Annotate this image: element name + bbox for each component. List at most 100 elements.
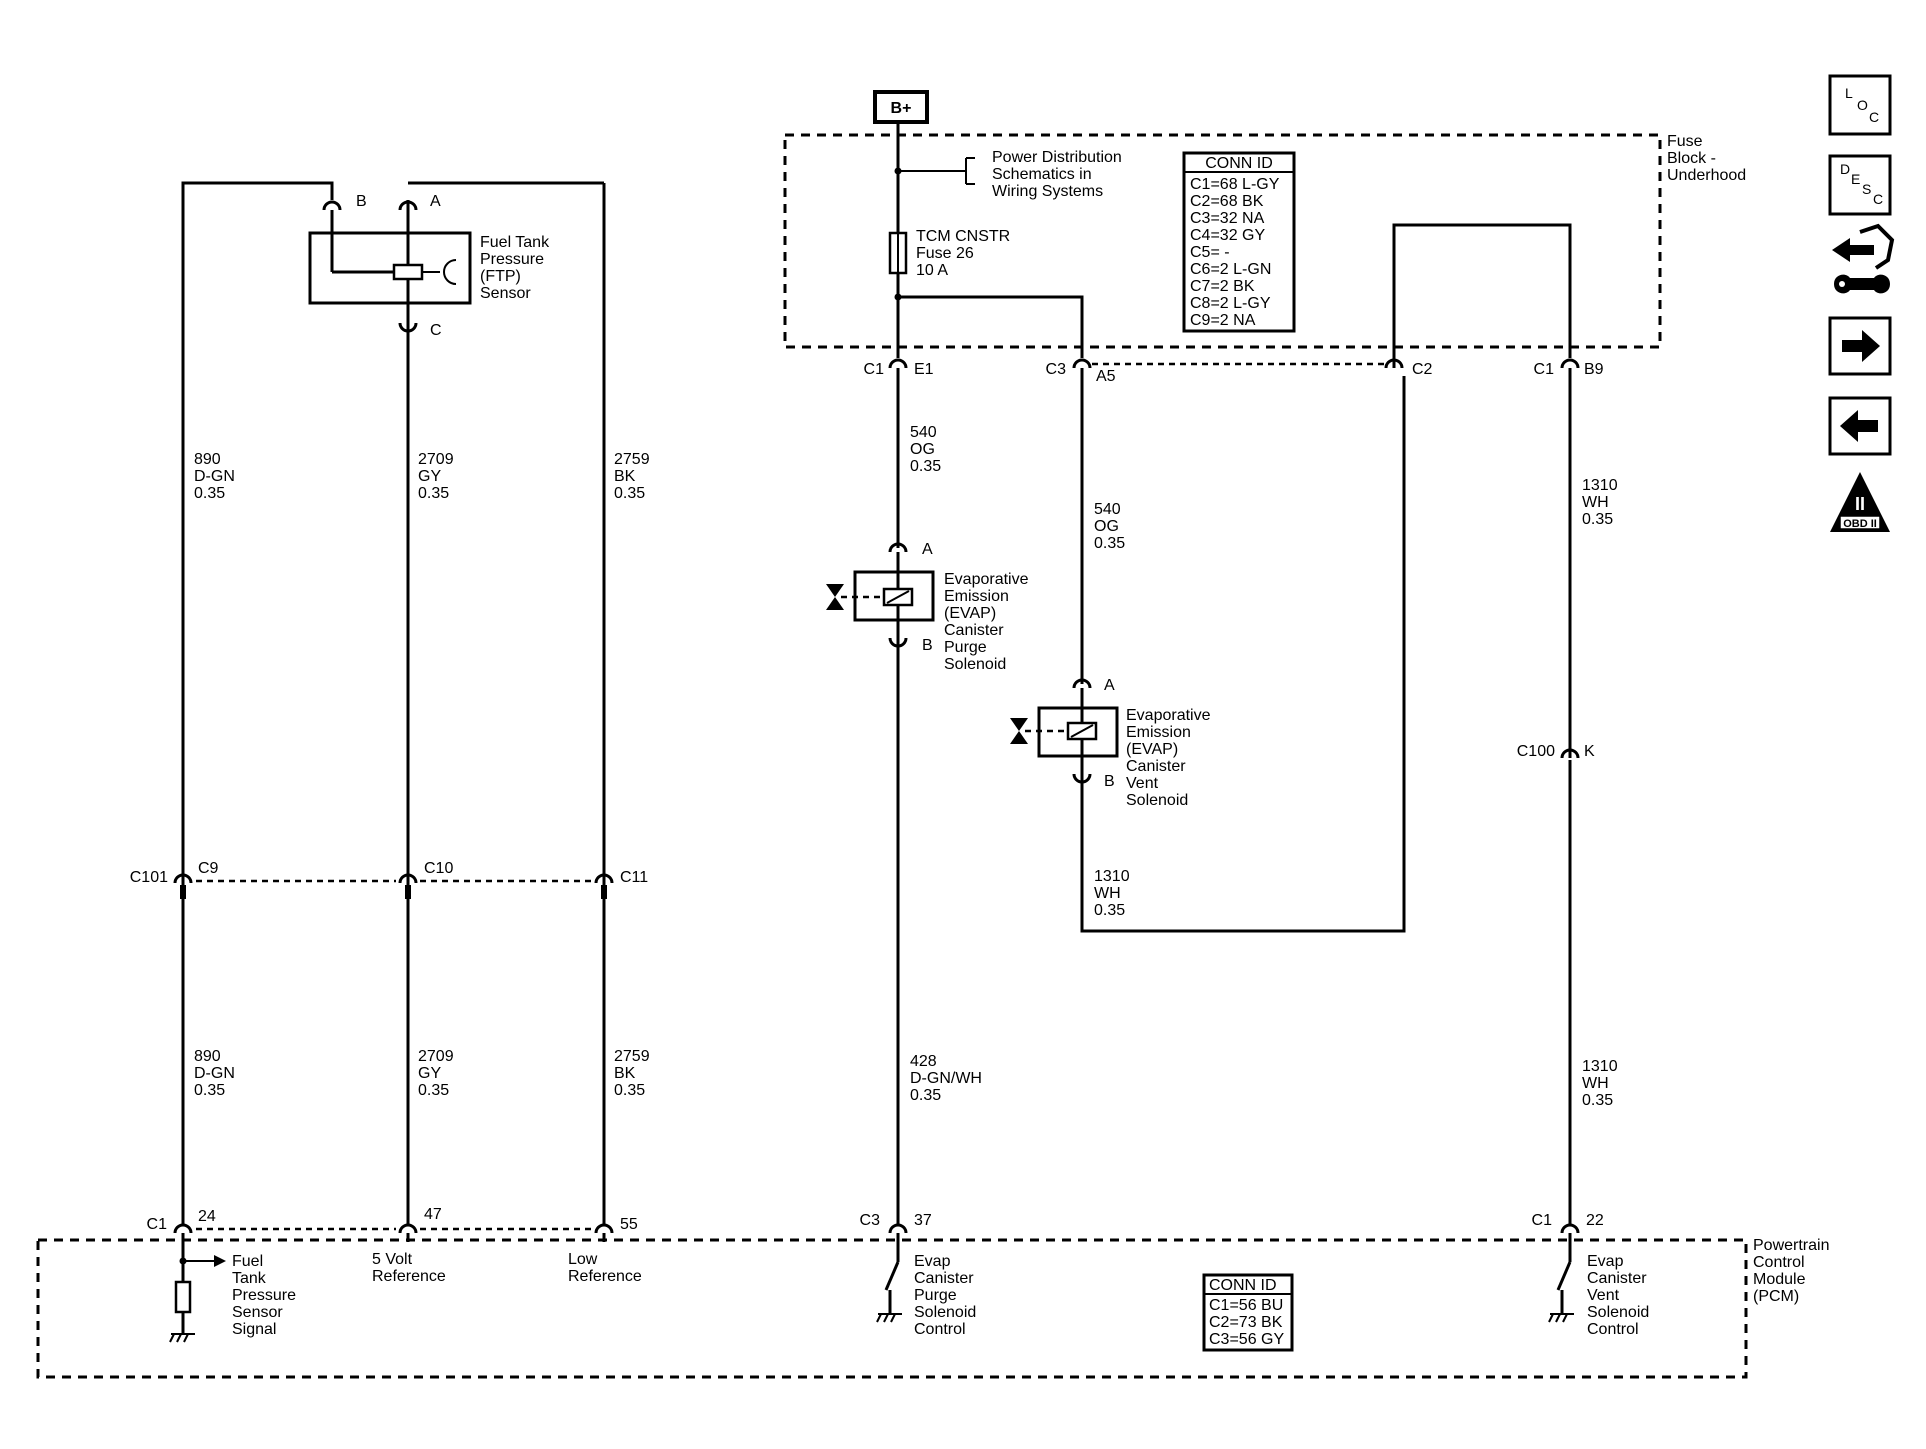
connector-c3-a5: C3 A5 — [1046, 358, 1116, 385]
svg-text:C2=68 BK: C2=68 BK — [1190, 193, 1264, 210]
pcm-purge-control-driver: Evap Canister Purge Solenoid Control — [876, 1242, 981, 1338]
svg-text:S: S — [1862, 181, 1871, 197]
svg-text:22: 22 — [1586, 1212, 1604, 1229]
previous-arrow-icon[interactable] — [1828, 396, 1892, 456]
wire-1310-vent: 1310 WH 0.35 — [1094, 868, 1134, 919]
connector-repair-icon[interactable] — [1832, 223, 1895, 294]
connector-c2: C2 — [1384, 358, 1433, 378]
svg-text:OBD II: OBD II — [1843, 518, 1877, 530]
svg-text:47: 47 — [424, 1206, 442, 1223]
fuse-block-outline — [783, 133, 1662, 349]
svg-text:C100: C100 — [1517, 743, 1555, 760]
svg-text:55: 55 — [620, 1216, 638, 1233]
connector-c1-e1: C1 E1 — [864, 358, 934, 378]
wire-1310-upper: 1310 WH 0.35 — [1582, 477, 1622, 528]
pcm-5v-reference: 5 Volt Reference — [372, 1251, 446, 1285]
wire-890-lower: 890 D-GN 0.35 — [194, 1048, 239, 1099]
svg-text:CONN ID: CONN ID — [1209, 1277, 1277, 1294]
fuse-block-label: Fuse Block - Underhood — [1667, 133, 1746, 184]
svg-text:A: A — [922, 541, 933, 558]
desc-icon[interactable]: D E S C — [1828, 154, 1892, 216]
battery-positive-box — [873, 90, 929, 124]
svg-text:C3: C3 — [860, 1212, 881, 1229]
pcm-connector-c3-37: C3 37 — [860, 1212, 932, 1242]
pcm-pin-47: 47 — [398, 1206, 442, 1242]
wire-2759-lower: 2759 BK 0.35 — [614, 1048, 654, 1099]
svg-text:CONN ID: CONN ID — [1205, 155, 1273, 172]
svg-text:C8=2 L-GY: C8=2 L-GY — [1190, 295, 1271, 312]
svg-text:A: A — [430, 193, 441, 210]
svg-text:C1: C1 — [147, 1216, 168, 1233]
pcm-ftp-signal-circuit: Fuel Tank Pressure Sensor Signal — [169, 1242, 296, 1343]
svg-text:B: B — [356, 193, 367, 210]
svg-text:C10: C10 — [424, 860, 453, 877]
svg-text:C7=2 BK: C7=2 BK — [1190, 278, 1255, 295]
svg-text:C5= -: C5= - — [1190, 244, 1230, 261]
wire-428: 428 D-GN/WH 0.35 — [910, 1053, 986, 1104]
pcm-outline — [36, 1238, 1748, 1379]
svg-text:C3=32 NA: C3=32 NA — [1190, 210, 1265, 227]
wire-2709-upper: 2709 GY 0.35 — [418, 451, 458, 502]
wire-540-purge: 540 OG 0.35 — [910, 424, 941, 475]
svg-text:C1: C1 — [864, 361, 885, 378]
svg-text:E: E — [1851, 171, 1860, 187]
svg-text:C3=56 GY: C3=56 GY — [1209, 1331, 1284, 1348]
pcm-vent-control-driver: Evap Canister Vent Solenoid Control — [1548, 1242, 1649, 1338]
svg-text:C1: C1 — [1532, 1212, 1553, 1229]
svg-text:C: C — [430, 322, 442, 339]
svg-text:C9: C9 — [198, 860, 219, 877]
svg-text:C: C — [1869, 109, 1879, 125]
svg-text:C6=2 L-GN: C6=2 L-GN — [1190, 261, 1271, 278]
svg-text:Evap Canister Purg: Evap Canister Purge Solenoid Control — [914, 1253, 981, 1338]
evap-purge-solenoid: A B Evaporative Emission (EVAP) Canister… — [826, 541, 1033, 673]
svg-text:K: K — [1584, 743, 1595, 760]
next-arrow-icon[interactable] — [1828, 316, 1892, 376]
pcm-pin-55: 55 — [594, 1216, 638, 1242]
wire-540-vent: 540 OG 0.35 — [1094, 501, 1125, 552]
svg-text:C9=2 NA: C9=2 NA — [1190, 312, 1256, 329]
svg-text:B: B — [1104, 773, 1115, 790]
ftp-sensor: B A C Fuel Tank Pressure (FTP) Sensor — [308, 193, 554, 339]
svg-text:Evaporative Emission: Evaporative Emission (EVAP) Canister Pur… — [944, 571, 1033, 673]
svg-text:O: O — [1857, 97, 1868, 113]
svg-text:A: A — [1104, 677, 1115, 694]
svg-text:C2=73 BK: C2=73 BK — [1209, 1314, 1283, 1331]
fuse-block-conn-id-table: CONN ID C1=68 L-GY C2=68 BK C3=32 NA C4=… — [1182, 151, 1296, 333]
pcm-connector-c1-22: C1 22 — [1532, 1212, 1604, 1242]
svg-text:A5: A5 — [1096, 368, 1116, 385]
svg-text:II: II — [1855, 494, 1865, 514]
svg-text:B: B — [922, 637, 933, 654]
svg-text:C11: C11 — [620, 869, 648, 886]
svg-text:L: L — [1845, 85, 1853, 101]
fuse-label: TCM CNSTR Fuse 26 10 A — [916, 228, 1015, 279]
pcm-label: Powertrain Control Module (PCM) — [1753, 1237, 1834, 1305]
svg-text:Fuel Tank Pressure: Fuel Tank Pressure (FTP) Sensor — [480, 234, 554, 302]
connector-c100: C100 K — [1517, 743, 1595, 760]
svg-text:C: C — [1873, 191, 1883, 207]
connector-c101: C101 C9 C10 C11 — [130, 860, 648, 899]
svg-text:37: 37 — [914, 1212, 932, 1229]
battery-positive-label: B+ — [891, 100, 912, 117]
wire-890-upper: 890 D-GN 0.35 — [194, 451, 239, 502]
obd-ii-icon[interactable]: II OBD II — [1830, 472, 1890, 532]
power-distribution-ref: Power Distribution Schematics in Wiring … — [992, 149, 1126, 200]
svg-text:C1=56 BU: C1=56 BU — [1209, 1297, 1283, 1314]
svg-text:E1: E1 — [914, 361, 934, 378]
wire-1310-lower: 1310 WH 0.35 — [1582, 1058, 1622, 1109]
connector-c1-b9: C1 B9 — [1534, 358, 1604, 378]
svg-text:Evaporative Emission: Evaporative Emission (EVAP) Canister Ven… — [1126, 707, 1215, 809]
svg-text:C1=68 L-GY: C1=68 L-GY — [1190, 176, 1280, 193]
svg-text:C2: C2 — [1412, 361, 1433, 378]
svg-text:C1: C1 — [1534, 361, 1555, 378]
svg-text:B9: B9 — [1584, 361, 1604, 378]
svg-text:24: 24 — [198, 1208, 216, 1225]
svg-text:D: D — [1840, 161, 1850, 177]
pcm-low-reference: Low Reference — [568, 1251, 642, 1285]
wire-2759-upper: 2759 BK 0.35 — [614, 451, 654, 502]
svg-text:C4=32 GY: C4=32 GY — [1190, 227, 1265, 244]
loc-icon[interactable]: L O C — [1828, 74, 1892, 136]
wire-2709-lower: 2709 GY 0.35 — [418, 1048, 458, 1099]
pcm-conn-id-table: CONN ID C1=56 BU C2=73 BK C3=56 GY — [1202, 1273, 1294, 1352]
evap-vent-solenoid: A B Evaporative Emission (EVAP) Canister… — [1010, 677, 1215, 809]
